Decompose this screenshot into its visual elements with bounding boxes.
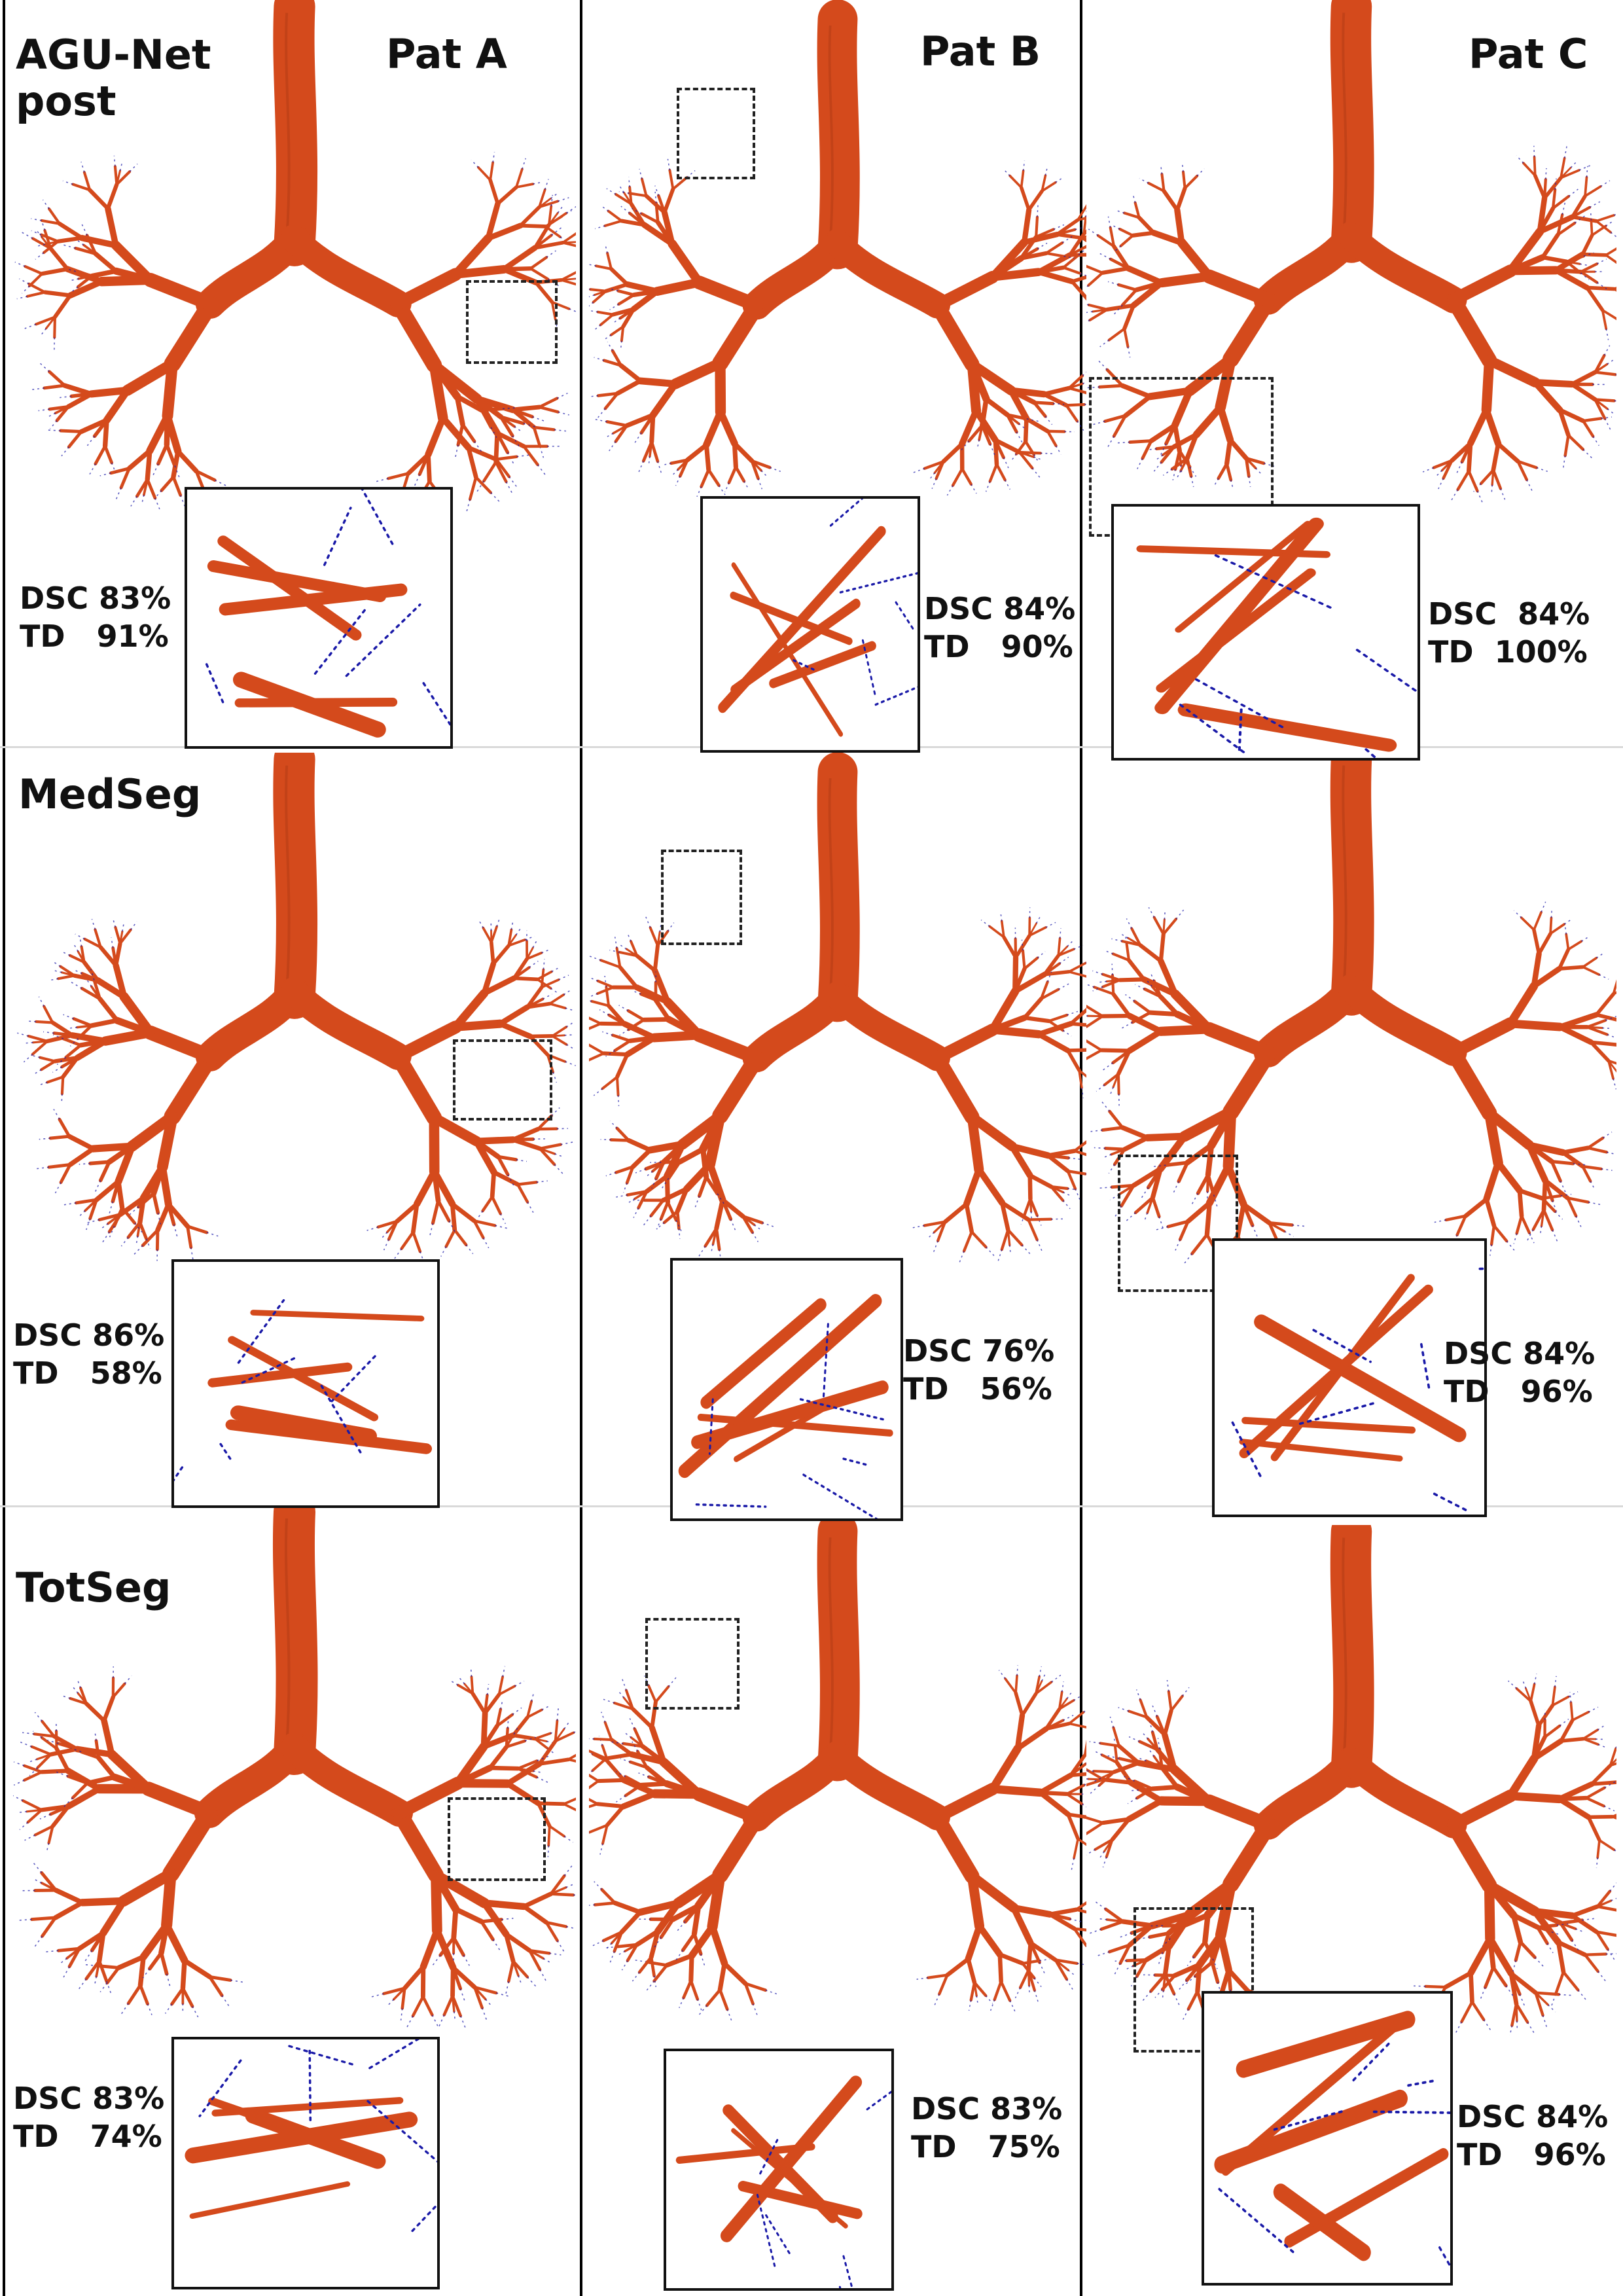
method-label-medseg: MedSeg [18,770,202,818]
metrics-totseg-pat-b: DSC 83% TD 75% [911,2090,1062,2166]
td-value: TD 58% [13,1355,162,1391]
zoom-region-totseg-pat-b [645,1618,740,1710]
column-divider-left [3,0,5,2296]
zoom-region-medseg-pat-c [1118,1155,1238,1292]
airway-render-medseg-pat-a [13,753,576,1270]
metrics-totseg-pat-a: DSC 83% TD 74% [13,2080,164,2155]
metrics-agu-net-pat-c: DSC 84% TD 100% [1428,596,1590,671]
column-header-pat-b: Pat B [920,27,1041,75]
zoom-inset-agu-net-pat-b [700,496,920,753]
zoom-inset-totseg-pat-b [664,2049,894,2291]
method-label-line: MedSeg [18,770,202,818]
zoom-inset-medseg-pat-c [1212,1238,1487,1517]
column-divider-1 [580,0,582,2296]
method-label-line: post [16,77,116,126]
column-header-pat-c: Pat C [1469,30,1588,78]
dsc-value: DSC 84% [924,591,1076,626]
method-label-totseg: TotSeg [16,1564,171,1611]
airway-render-medseg-pat-c [1086,753,1616,1263]
td-value: TD 56% [903,1371,1052,1407]
metrics-totseg-pat-c: DSC 84% TD 96% [1457,2098,1608,2174]
td-value: TD 75% [911,2128,1060,2164]
dsc-value: DSC 83% [20,581,171,616]
airway-render-agu-net-pat-a [13,0,576,517]
zoom-region-totseg-pat-c [1133,1907,1254,2053]
dsc-value: DSC 84% [1457,2099,1609,2134]
metrics-agu-net-pat-b: DSC 84% TD 90% [924,590,1075,666]
dsc-value: DSC 83% [13,2081,165,2116]
airway-render-medseg-pat-b [589,753,1086,1276]
method-label-line: TotSeg [16,1564,171,1611]
airway-render-agu-net-pat-b [589,0,1086,524]
dsc-value: DSC 84% [1428,596,1590,632]
airway-render-totseg-pat-b [589,1505,1086,2042]
metrics-agu-net-pat-a: DSC 83% TD 91% [20,580,171,655]
column-header-pat-a: Pat A [386,30,507,78]
zoom-region-totseg-pat-a [448,1797,546,1881]
zoom-inset-totseg-pat-c [1202,1991,1453,2286]
metrics-medseg-pat-c: DSC 84% TD 96% [1444,1335,1595,1410]
td-value: TD 74% [13,2118,162,2154]
airway-render-totseg-pat-c [1086,1525,1616,2036]
airway-render-agu-net-pat-c [1086,0,1616,511]
dsc-value: DSC 76% [903,1333,1055,1369]
metrics-medseg-pat-b: DSC 76% TD 56% [903,1333,1054,1408]
zoom-inset-totseg-pat-a [171,2037,440,2289]
zoom-region-agu-net-pat-a [466,280,558,364]
airway-render-totseg-pat-a [13,1505,576,2029]
td-value: TD 90% [924,628,1073,664]
zoom-inset-medseg-pat-a [171,1259,440,1508]
metrics-medseg-pat-a: DSC 86% TD 58% [13,1317,164,1392]
td-value: TD 100% [1428,634,1588,670]
zoom-inset-medseg-pat-b [670,1258,903,1521]
zoom-inset-agu-net-pat-c [1111,504,1420,761]
td-value: TD 96% [1444,1373,1593,1409]
dsc-value: DSC 86% [13,1318,165,1353]
zoom-inset-agu-net-pat-a [185,487,453,749]
td-value: TD 91% [20,618,169,654]
zoom-region-medseg-pat-a [453,1039,552,1121]
zoom-region-medseg-pat-b [661,850,742,945]
method-label-agu-net: AGU-Net post [16,31,211,125]
td-value: TD 96% [1457,2136,1606,2172]
zoom-region-agu-net-pat-b [677,88,755,179]
dsc-value: DSC 83% [911,2091,1063,2126]
dsc-value: DSC 84% [1444,1336,1596,1371]
column-divider-2 [1080,0,1082,2296]
method-label-line: AGU-Net [16,31,211,79]
